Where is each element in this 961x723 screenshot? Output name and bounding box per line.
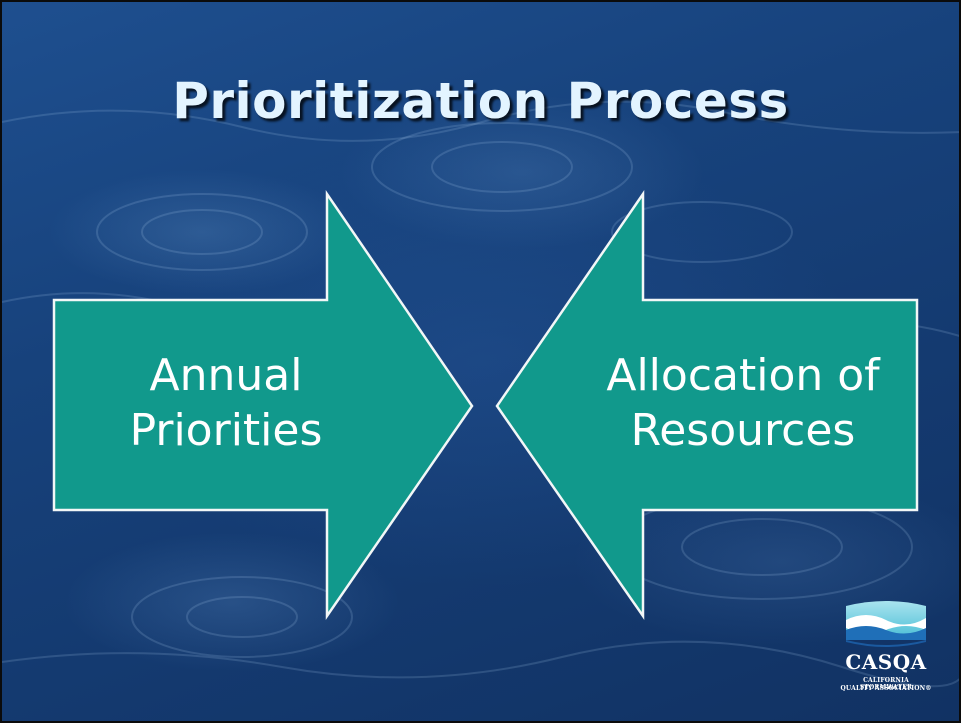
allocation-of-resources-arrow — [495, 189, 919, 620]
casqa-logo: CASQA CALIFORNIA STORMWATER QUALITY ASSO… — [838, 596, 934, 696]
allocation-line1: Allocation of — [606, 350, 880, 401]
casqa-wordmark: CASQA — [845, 650, 927, 674]
annual-priorities-label: Annual Priorities — [106, 348, 346, 458]
annual-priorities-arrow — [52, 189, 474, 621]
casqa-tagline-1: CALIFORNIA STORMWATER — [859, 677, 913, 691]
allocation-line2: Resources — [630, 405, 856, 456]
wave-emblem-icon — [846, 601, 926, 647]
annual-priorities-line1: Annual — [149, 350, 303, 401]
annual-priorities-line2: Priorities — [129, 405, 323, 456]
allocation-of-resources-label: Allocation of Resources — [578, 348, 908, 458]
casqa-tagline-2: QUALITY ASSOCIATION® — [840, 685, 932, 692]
slide-title: Prioritization Process — [172, 72, 789, 130]
